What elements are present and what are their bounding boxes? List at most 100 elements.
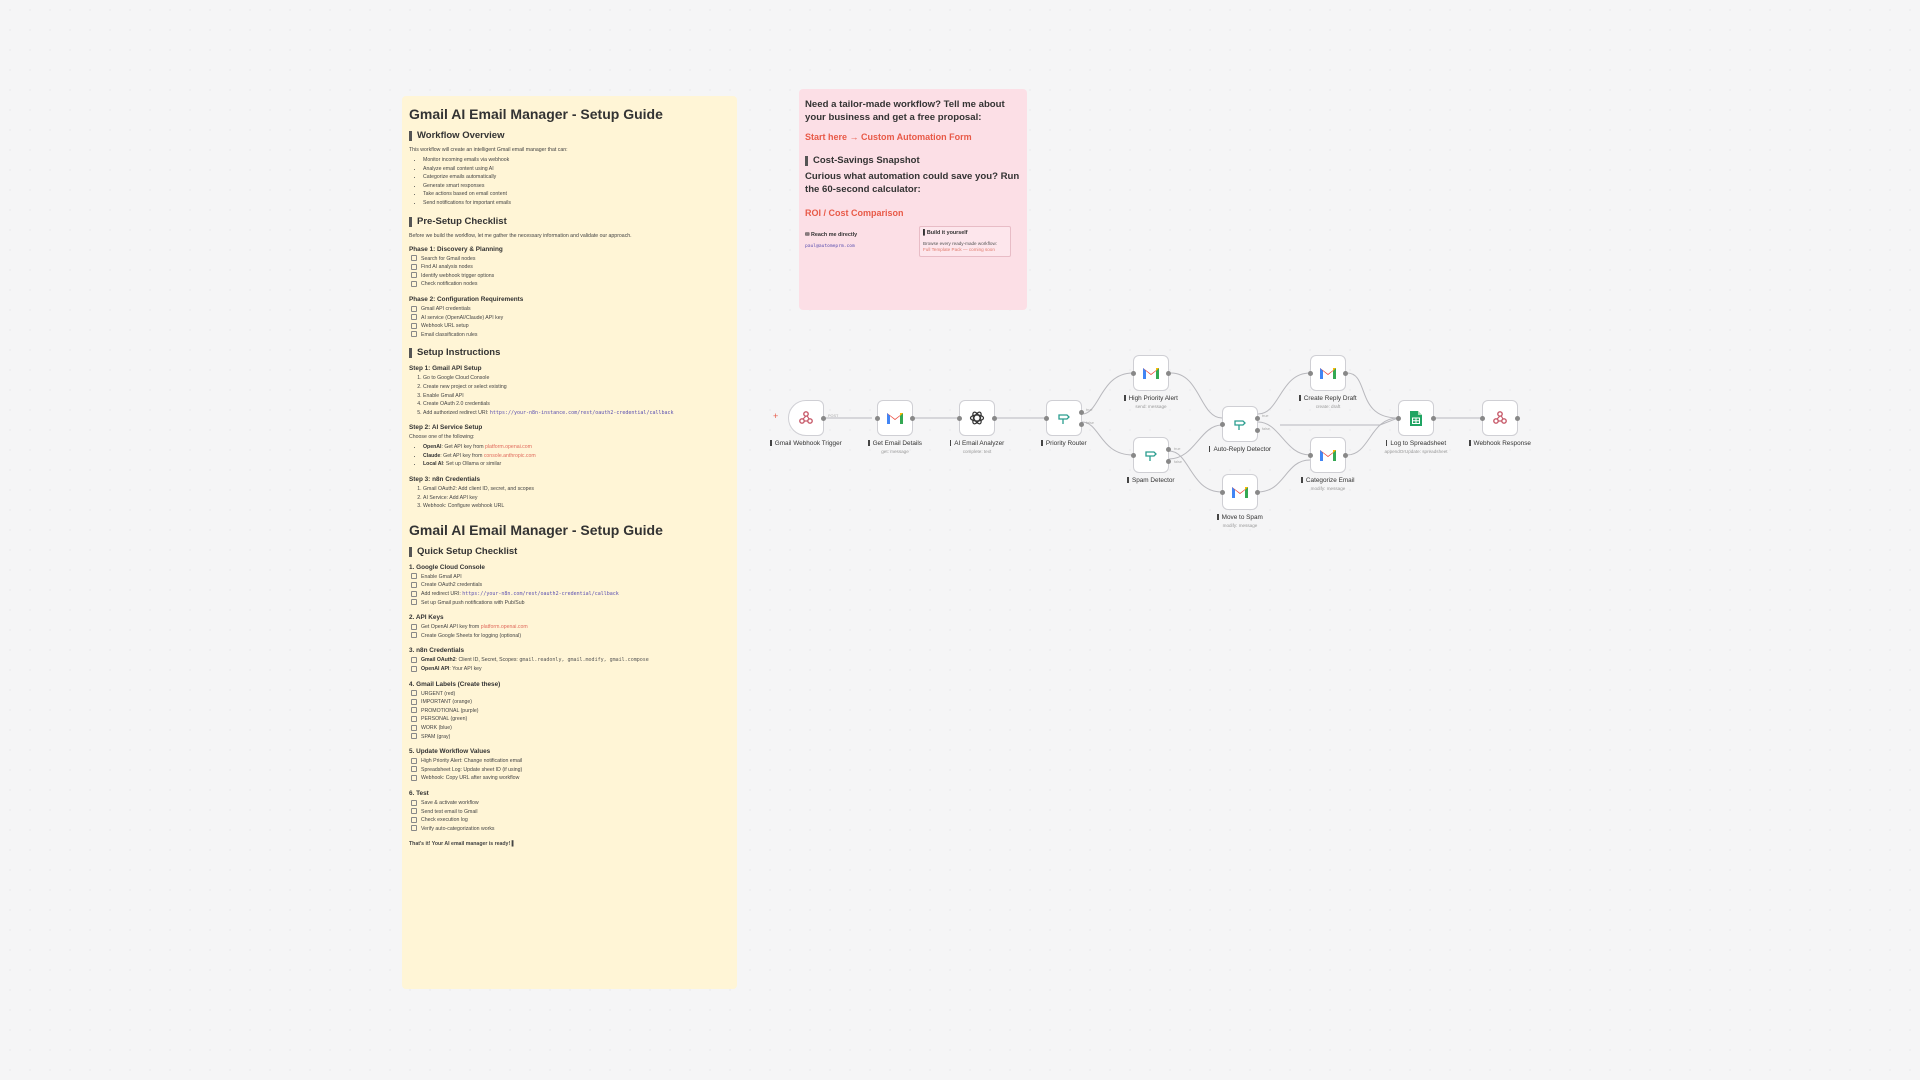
openai-api-label: OpenAI API [421, 666, 450, 672]
roi-comparison-link[interactable]: ROI / Cost Comparison [805, 208, 904, 218]
checklist-item[interactable]: Get OpenAI API key from platform.openai.… [411, 623, 730, 632]
node-label-text: Create Reply Draft [1303, 395, 1357, 402]
node-auto-reply-detector[interactable] [1220, 406, 1260, 442]
openai-label: OpenAI [423, 444, 442, 451]
checklist-item[interactable]: WORK (blue) [411, 724, 730, 733]
node-get-email-details[interactable] [875, 400, 915, 436]
q4-heading: 4. Gmail Labels (Create these) [409, 680, 501, 688]
checklist-item[interactable]: Find AI analysis nodes [411, 263, 730, 272]
q5-heading: 5. Update Workflow Values [409, 748, 491, 756]
checklist-item[interactable]: PERSONAL (green) [411, 715, 730, 724]
node-label: Create Reply Draft [1273, 395, 1383, 402]
input-port[interactable] [1131, 371, 1136, 376]
input-port[interactable] [1308, 371, 1313, 376]
list-item: Monitor incoming emails via webhook [423, 156, 730, 165]
checklist-item[interactable]: Add redirect URI: https://your-n8n.com/r… [411, 590, 730, 599]
checklist-item[interactable]: Search for Gmail nodes [411, 255, 730, 264]
output-port[interactable] [1166, 371, 1171, 376]
node-ai-email-analyzer[interactable] [957, 400, 997, 436]
checklist-item[interactable]: High Priority Alert: Change notification… [411, 757, 730, 766]
node-high-priority-alert[interactable] [1131, 355, 1171, 391]
gmail-icon [887, 413, 903, 424]
node-gmail-webhook-trigger[interactable] [788, 400, 826, 436]
checklist-item[interactable]: Verify auto-categorization works [411, 825, 730, 834]
checklist-item[interactable]: URGENT (red) [411, 690, 730, 699]
input-port[interactable] [1396, 416, 1401, 421]
output-port-false[interactable] [1079, 422, 1084, 427]
checklist-item[interactable]: Email classification rules [411, 331, 730, 340]
checklist-item[interactable]: Gmail OAuth2: Client ID, Secret, Scopes:… [411, 656, 730, 665]
output-port[interactable] [1515, 416, 1520, 421]
node-spam-detector[interactable] [1131, 437, 1171, 473]
openai-api-text: : Your API key [449, 666, 482, 672]
output-port-true[interactable] [1166, 447, 1171, 452]
output-port-true[interactable] [1079, 410, 1084, 415]
setup-guide-sticky-note[interactable]: Gmail AI Email Manager - Setup Guide Wor… [402, 96, 737, 989]
contact-email-link[interactable]: paul@automeprm.com [805, 244, 855, 249]
output-port-true[interactable] [1255, 416, 1260, 421]
checklist-item[interactable]: IMPORTANT (orange) [411, 698, 730, 707]
checklist-item[interactable]: Set up Gmail push notifications with Pub… [411, 599, 730, 608]
node-priority-router[interactable] [1044, 400, 1084, 436]
input-port[interactable] [1220, 422, 1225, 427]
checklist-item[interactable]: SPAM (gray) [411, 733, 730, 742]
output-port[interactable] [1343, 371, 1348, 376]
node-subtitle: create: draft [1315, 404, 1341, 409]
node-create-reply-draft[interactable] [1308, 355, 1348, 391]
checklist-item[interactable]: Create OAuth2 credentials [411, 581, 730, 590]
list-item: Categorize emails automatically [423, 173, 730, 182]
cost-savings-heading: Cost-Savings Snapshot [805, 156, 1021, 166]
node-log-to-spreadsheet[interactable] [1396, 400, 1436, 436]
custom-workflow-sticky-note[interactable]: Need a tailor-made workflow? Tell me abo… [799, 89, 1027, 310]
checklist-item[interactable]: Enable Gmail API [411, 573, 730, 582]
guide-footer: That's it! Your AI email manager is read… [409, 841, 516, 848]
list-item: Webhook: Configure webhook URL [423, 502, 730, 511]
node-label: Move to Spam [1185, 514, 1295, 521]
checklist-item[interactable]: AI service (OpenAI/Claude) API key [411, 314, 730, 323]
list-item: Enable Gmail API [423, 392, 730, 401]
node-webhook-response[interactable] [1480, 400, 1520, 436]
input-port[interactable] [1044, 416, 1049, 421]
checklist-item[interactable]: Create Google Sheets for logging (option… [411, 632, 730, 641]
list-item: AI Service: Add API key [423, 494, 730, 503]
output-port[interactable] [1431, 416, 1436, 421]
checklist-item[interactable]: Identify webhook trigger options [411, 272, 730, 281]
checklist-item[interactable]: Save & activate workflow [411, 799, 730, 808]
output-port[interactable] [1343, 453, 1348, 458]
node-subtitle: modify: message [1222, 523, 1258, 528]
add-trigger-icon[interactable]: + [773, 411, 779, 421]
checklist-item[interactable]: PROMOTIONAL (purple) [411, 707, 730, 716]
output-port[interactable] [992, 416, 997, 421]
quick-setup-checklist-heading: Quick Setup Checklist [409, 546, 730, 557]
checklist-item[interactable]: Check execution log [411, 816, 730, 825]
template-pack-link[interactable]: Full Template Pack — coming soon [923, 247, 995, 252]
checklist-item[interactable]: Check notification nodes [411, 280, 730, 289]
checklist-item[interactable]: Gmail API credentials [411, 305, 730, 314]
output-port[interactable] [821, 416, 826, 421]
output-port-false[interactable] [1255, 428, 1260, 433]
input-port[interactable] [1131, 453, 1136, 458]
input-port[interactable] [875, 416, 880, 421]
input-port[interactable] [1480, 416, 1485, 421]
input-port[interactable] [1308, 453, 1313, 458]
node-categorize-email[interactable] [1308, 437, 1348, 473]
output-port[interactable] [910, 416, 915, 421]
q2-checklist: Get OpenAI API key from platform.openai.… [409, 623, 730, 640]
output-port-false[interactable] [1166, 459, 1171, 464]
input-port[interactable] [957, 416, 962, 421]
node-label-text: Spam Detector [1131, 477, 1175, 484]
checklist-item[interactable]: OpenAI API: Your API key [411, 665, 730, 674]
openai-link[interactable]: platform.openai.com [480, 624, 528, 631]
openai-link[interactable]: platform.openai.com [484, 444, 532, 451]
custom-automation-form-link[interactable]: Start here → Custom Automation Form [805, 132, 972, 142]
checklist-item[interactable]: Webhook: Copy URL after saving workflow [411, 774, 730, 783]
output-port[interactable] [1255, 490, 1260, 495]
checklist-item[interactable]: Send test email to Gmail [411, 808, 730, 817]
node-move-to-spam[interactable] [1220, 474, 1260, 510]
claude-text: : Get API key from [440, 452, 484, 459]
checklist-item[interactable]: Webhook URL setup [411, 322, 730, 331]
input-port[interactable] [1220, 490, 1225, 495]
anthropic-link[interactable]: console.anthropic.com [483, 452, 536, 459]
q4-checklist: URGENT (red) IMPORTANT (orange) PROMOTIO… [409, 690, 730, 742]
checklist-item[interactable]: Spreadsheet Log: Update sheet ID (if usi… [411, 766, 730, 775]
